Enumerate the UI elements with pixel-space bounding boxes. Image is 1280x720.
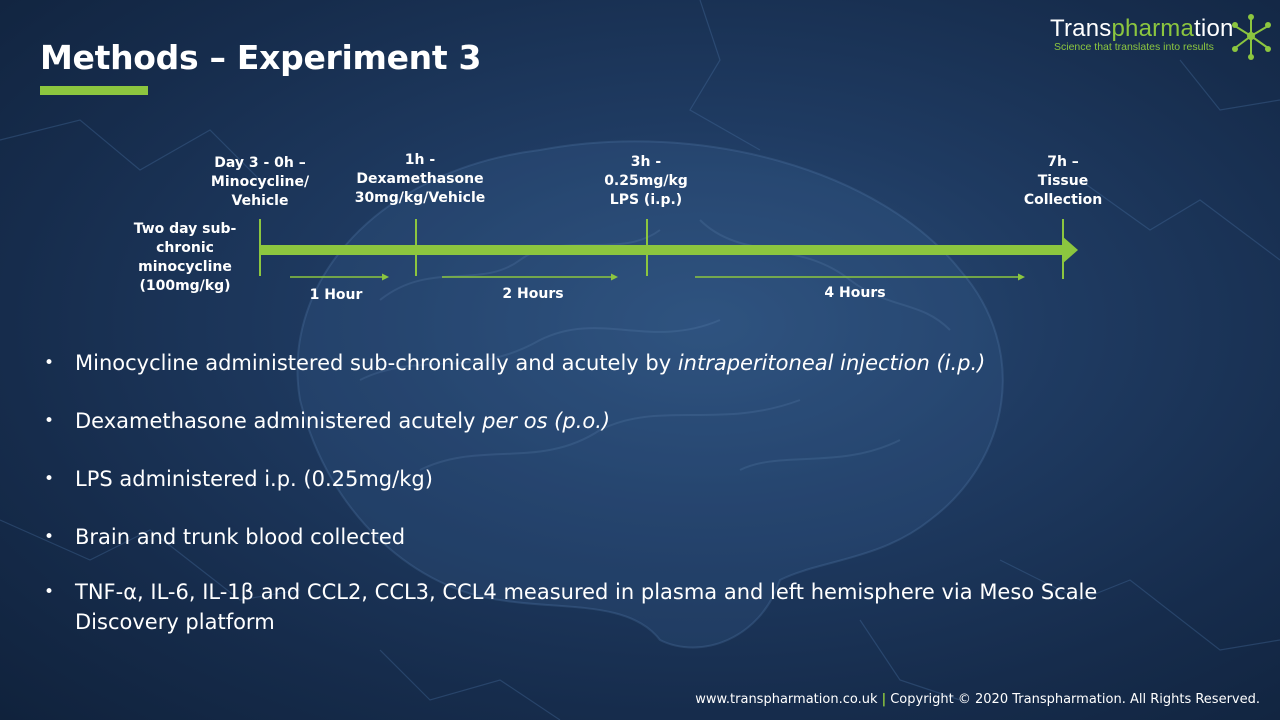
timeline-event-1h: 1h - Dexamethasone 30mg/kg/Vehicle <box>354 152 486 206</box>
footer-copyright: Copyright © 2020 Transpharmation. All Ri… <box>890 692 1260 707</box>
bullet-italic-text: per os (p.o.) <box>482 409 611 433</box>
bullet-italic-text: intraperitoneal injection (i.p.) <box>677 351 986 375</box>
timeline-arrowhead <box>1062 236 1078 264</box>
bullet-text: LPS administered i.p. (0.25mg/kg) <box>75 467 433 491</box>
bullet-text: Dexamethasone administered acutely <box>75 409 483 433</box>
footer-website: www.transpharmation.co.uk <box>695 692 878 707</box>
logo-word-part2: pharma <box>1111 15 1195 42</box>
footer: www.transpharmation.co.uk|Copyright © 20… <box>695 692 1260 707</box>
title-underline <box>40 86 148 95</box>
bullet-item: TNF-α, IL-6, IL-1β and CCL2, CCL3, CCL4 … <box>44 577 1124 637</box>
bullet-text: TNF-α, IL-6, IL-1β and CCL2, CCL3, CCL4 … <box>75 580 1098 634</box>
network-star-icon <box>1232 14 1271 60</box>
logo-wordmark: Transpharmation <box>1050 15 1234 43</box>
methods-bullet-list: Minocycline administered sub-chronically… <box>44 348 1124 637</box>
timeline-main-bar <box>260 245 1066 255</box>
logo-tagline: Science that translates into results <box>1054 41 1214 53</box>
interval-arrow-1 <box>290 273 389 281</box>
timeline-event-7h: 7h – Tissue Collection <box>1023 154 1103 208</box>
company-logo: Transpharmation Science that translates … <box>1040 12 1272 60</box>
footer-separator: | <box>881 692 887 707</box>
timeline-event-3h: 3h - 0.25mg/kg LPS (i.p.) <box>604 154 688 208</box>
bullet-item: Dexamethasone administered acutely per o… <box>44 406 1124 436</box>
bullet-item: Brain and trunk blood collected <box>44 522 1124 552</box>
interval-arrow-3 <box>695 273 1025 281</box>
page-title: Methods – Experiment 3 <box>40 38 482 77</box>
bullet-item: Minocycline administered sub-chronically… <box>44 348 1124 378</box>
logo-word-part3: tion <box>1194 15 1234 42</box>
bullet-text: Minocycline administered sub-chronically… <box>75 351 678 375</box>
timeline-event-day3-0h: Day 3 - 0h – Minocycline/ Vehicle <box>210 155 310 209</box>
logo-word-part1: Trans <box>1050 15 1112 42</box>
timeline-pre-label: Two day sub- chronic minocycline (100mg/… <box>133 221 237 294</box>
interval-label-3: 4 Hours <box>824 285 886 301</box>
interval-label-2: 2 Hours <box>502 286 564 302</box>
bullet-item: LPS administered i.p. (0.25mg/kg) <box>44 464 1124 494</box>
bullet-text: Brain and trunk blood collected <box>75 525 406 549</box>
interval-arrow-2 <box>442 273 618 281</box>
interval-label-1: 1 Hour <box>309 287 363 303</box>
